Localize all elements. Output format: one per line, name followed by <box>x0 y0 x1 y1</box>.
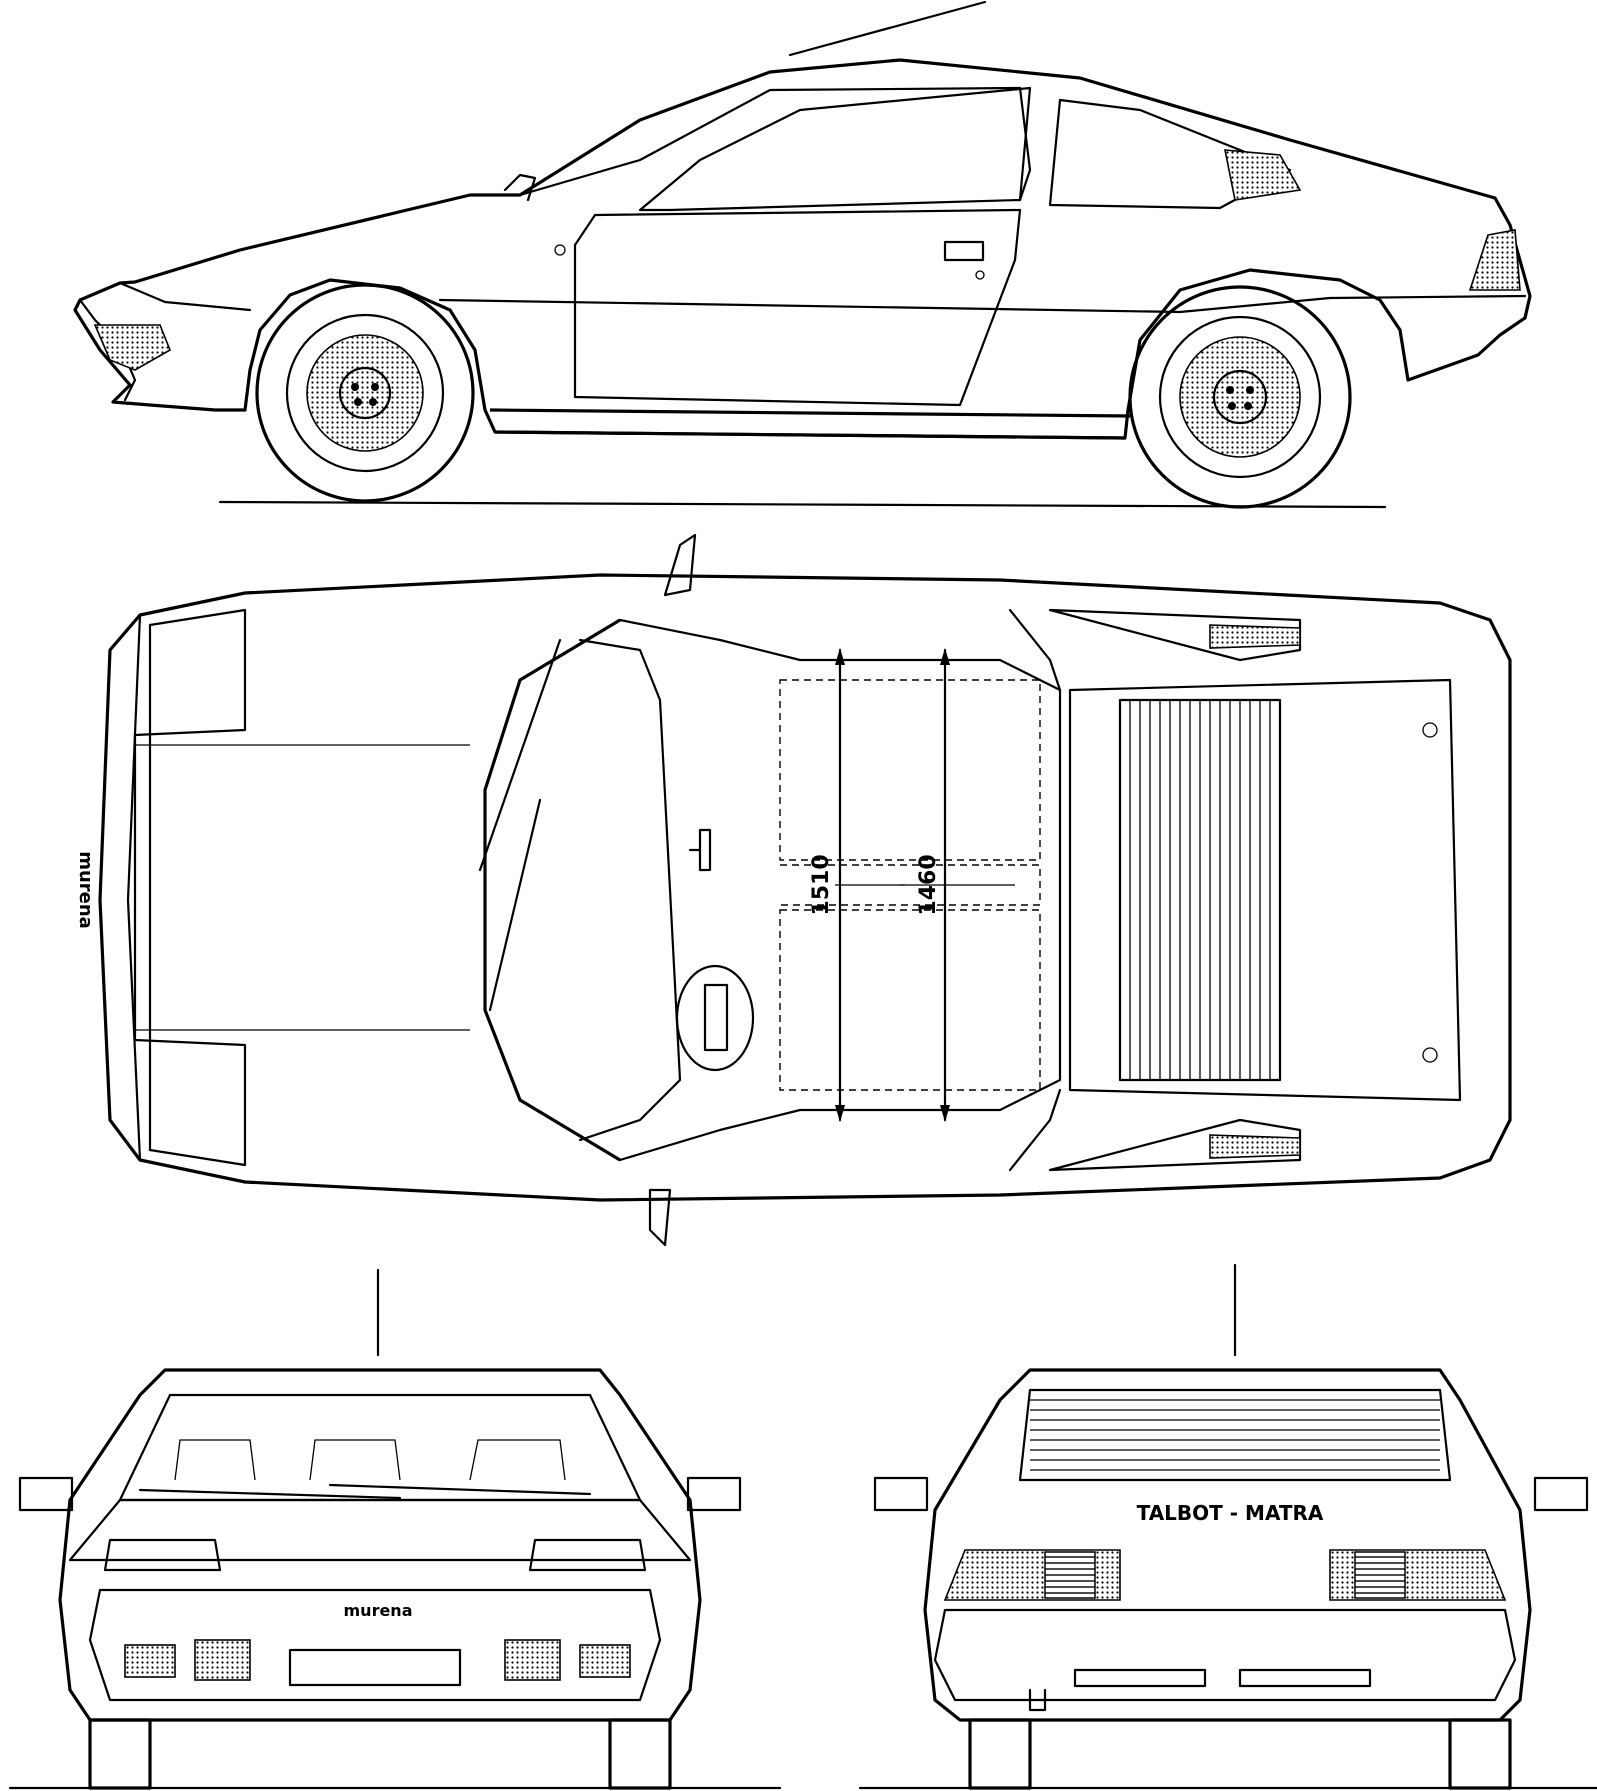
rear-view: TALBOT - MATRA <box>858 1263 1597 1790</box>
rear-window <box>1018 1388 1452 1482</box>
front-grille-side <box>93 324 172 371</box>
dimension-label-1510: 1510 <box>809 854 834 915</box>
rear-wheel-side <box>1128 285 1352 509</box>
side-crease <box>438 294 1527 314</box>
rear-light-side <box>1468 229 1521 291</box>
front-windshield <box>118 1393 642 1502</box>
top-louvre-left <box>1209 624 1301 649</box>
side-door <box>573 208 1022 407</box>
top-windshield <box>483 618 621 1162</box>
rear-light-left-block <box>1044 1551 1096 1599</box>
rear-mirror-right <box>1533 1476 1589 1512</box>
front-foglamp-left <box>194 1639 251 1681</box>
engine-grille <box>1118 698 1282 1082</box>
front-mirror-left <box>18 1476 74 1512</box>
hood-badge: murena <box>75 851 96 929</box>
top-hood <box>133 608 247 1167</box>
hood-centerline <box>135 744 470 1031</box>
top-cockpit <box>578 638 682 1142</box>
side-view <box>73 0 1532 509</box>
rear-reflector-right <box>1238 1668 1372 1688</box>
front-hood-line <box>68 1498 692 1562</box>
rear-badge: TALBOT - MATRA <box>1137 1501 1324 1525</box>
rear-tire-left <box>968 1718 1032 1790</box>
front-tire-left <box>88 1718 152 1790</box>
top-side-window-right <box>1008 1088 1302 1172</box>
door-handle <box>943 240 985 262</box>
top-view: 1510 1460 murena <box>75 533 1512 1247</box>
front-foglamp-right <box>504 1639 561 1681</box>
seat-middle <box>780 864 1041 906</box>
top-body-outline <box>98 573 1512 1202</box>
front-bumper <box>88 1588 662 1702</box>
seat-left <box>779 679 1041 861</box>
fuel-cap <box>554 244 566 256</box>
top-mirror-right <box>648 1188 672 1247</box>
side-mirror <box>503 173 537 202</box>
front-wheel-side <box>255 283 475 503</box>
front-headlight-left <box>103 1538 222 1572</box>
top-wiper <box>478 638 562 1012</box>
rear-light-right-block <box>1354 1551 1406 1599</box>
front-wiper <box>138 1483 592 1500</box>
front-mirror-right <box>686 1476 742 1512</box>
exhaust <box>1028 1688 1047 1712</box>
interior-mirror <box>688 828 712 872</box>
front-badge: murena <box>344 1601 413 1620</box>
top-louvre-right <box>1209 1134 1301 1159</box>
side-body-outline <box>73 58 1532 440</box>
rear-reflector-left <box>1073 1668 1207 1688</box>
dimension-front-track <box>835 648 905 1122</box>
ground-line <box>218 500 1387 509</box>
top-side-window-left <box>1008 608 1302 692</box>
top-engine-cover <box>1068 678 1462 1102</box>
top-front-bumper <box>126 613 152 1162</box>
rear-mirror-left <box>873 1476 929 1512</box>
rear-louvre <box>1224 149 1302 201</box>
dimension-label-1460: 1460 <box>916 854 941 915</box>
top-roof-front <box>618 618 1062 1162</box>
top-mirror-left <box>663 533 697 597</box>
front-indicator-left <box>124 1644 176 1678</box>
rear-window-louvres <box>1030 1399 1440 1471</box>
front-seats <box>174 1439 566 1481</box>
rear-hinge-2 <box>1422 1047 1438 1063</box>
front-tire-right <box>608 1718 672 1790</box>
front-view: murena <box>8 1268 782 1790</box>
front-indicator-right <box>579 1644 631 1678</box>
antenna <box>788 0 987 57</box>
rear-body-outline <box>923 1368 1532 1722</box>
rear-bumper <box>933 1608 1517 1702</box>
side-windshield <box>518 86 1032 202</box>
door-lock <box>975 270 985 280</box>
side-window-door <box>638 86 1032 212</box>
front-headlight-right <box>528 1538 647 1572</box>
rear-hinge-1 <box>1422 722 1438 738</box>
rear-tire-right <box>1448 1718 1512 1790</box>
front-plate <box>288 1648 462 1687</box>
side-sill <box>489 408 1131 440</box>
dimension-rear-track <box>900 648 1015 1122</box>
steering-wheel <box>675 964 755 1072</box>
seat-right <box>779 909 1041 1091</box>
